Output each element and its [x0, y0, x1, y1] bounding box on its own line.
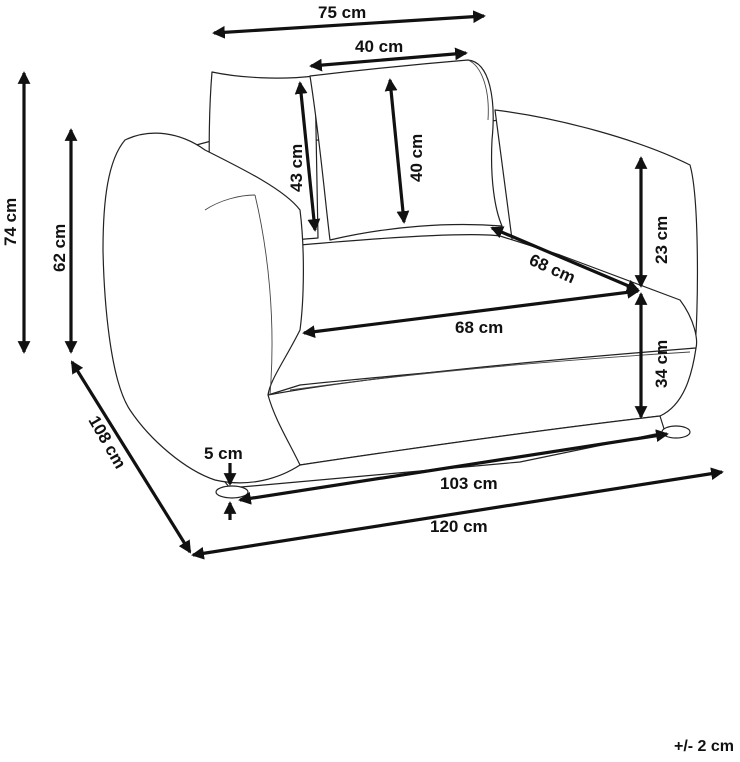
throw-cushion	[309, 59, 503, 241]
label-back-cushion-height: 43 cm	[287, 144, 306, 192]
dim-line-back-cushion-height	[294, 81, 321, 232]
label-total-height: 74 cm	[1, 198, 20, 246]
label-back-height: 23 cm	[652, 216, 671, 264]
label-arm-height: 62 cm	[50, 224, 69, 272]
label-cushion-width: 40 cm	[355, 37, 403, 56]
dim-line-cushion-height	[384, 78, 410, 224]
label-seat-height: 34 cm	[652, 340, 671, 388]
left-armrest-front-fold	[254, 194, 273, 396]
throw-cushion-side-fold	[467, 59, 489, 121]
front-left-leg	[215, 485, 249, 499]
dimension-lines	[17, 10, 724, 560]
dim-line-seat-width	[302, 286, 640, 338]
dim-line-depth	[70, 360, 192, 554]
label-outer-length: 120 cm	[430, 517, 488, 536]
label-inner-length: 103 cm	[440, 474, 498, 493]
dim-line-seat-depth	[490, 226, 640, 292]
dim-line-cushion-width	[309, 47, 468, 72]
dim-line-total-width	[212, 10, 486, 39]
label-cushion-height: 40 cm	[407, 134, 426, 182]
label-total-width: 75 cm	[318, 3, 366, 22]
label-seat-width: 68 cm	[455, 318, 503, 337]
dim-line-outer-length	[191, 467, 724, 560]
front-right-leg	[661, 425, 691, 439]
label-leg-height: 5 cm	[204, 444, 243, 463]
tolerance-note: +/- 2 cm	[673, 738, 734, 755]
left-armrest-top-fold	[204, 194, 256, 211]
